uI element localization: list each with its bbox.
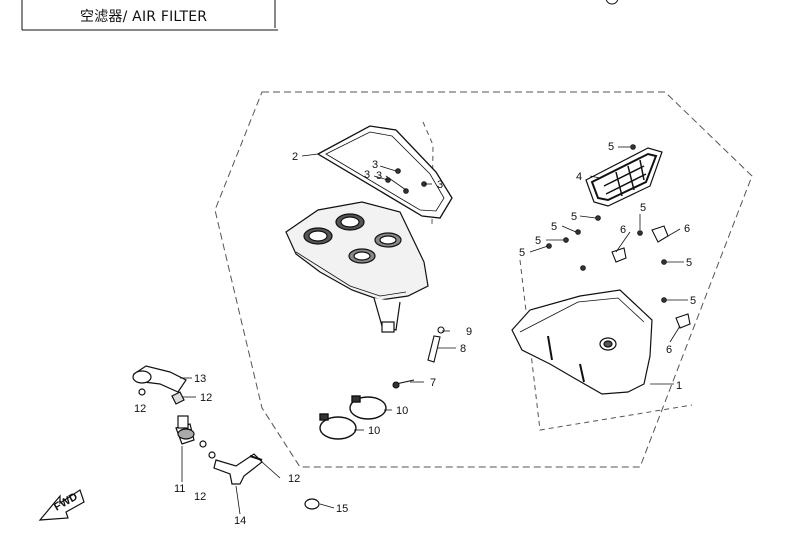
callout-6: 6 xyxy=(620,224,626,236)
callout-2: 2 xyxy=(292,151,298,163)
callout-14: 14 xyxy=(234,515,246,527)
mounting-bolt xyxy=(392,379,415,389)
callout-5: 5 xyxy=(640,202,646,214)
hose-clamps xyxy=(319,395,387,440)
callout-3: 3 xyxy=(437,179,443,191)
callout-6: 6 xyxy=(684,223,690,235)
callout-7: 7 xyxy=(430,377,436,389)
vent-cap xyxy=(304,498,320,510)
filter-element xyxy=(585,147,663,207)
callout-1: 1 xyxy=(676,380,682,392)
housing-screws xyxy=(546,144,667,303)
callout-4: 4 xyxy=(576,171,582,183)
air-box-lower-housing xyxy=(511,289,653,395)
callout-15: 15 xyxy=(336,503,348,515)
callout-5: 5 xyxy=(690,295,696,307)
callout-6: 6 xyxy=(666,344,672,356)
page-title: 空滤器/ AIR FILTER xyxy=(80,9,208,25)
callout-8: 8 xyxy=(460,343,466,355)
callout-3: 3 xyxy=(364,169,370,181)
callout-12: 12 xyxy=(194,491,206,503)
callout-13: 13 xyxy=(194,373,206,385)
leader-lines xyxy=(180,146,688,515)
drain-tube-and-clip xyxy=(427,326,445,363)
header-frame xyxy=(21,0,619,31)
callout-12: 12 xyxy=(288,473,300,485)
callout-11: 11 xyxy=(174,483,185,495)
breather-hose-assembly xyxy=(132,365,263,485)
callout-10: 10 xyxy=(368,425,380,437)
callout-5: 5 xyxy=(551,221,557,233)
callout-3: 3 xyxy=(372,159,378,171)
callout-3: 3 xyxy=(376,170,382,182)
air-box-upper-housing xyxy=(285,201,429,333)
callout-12: 12 xyxy=(200,392,212,404)
callout-10: 10 xyxy=(396,405,408,417)
callout-12: 12 xyxy=(134,403,146,415)
assembly-boundary-dashed xyxy=(214,91,753,468)
air-filter-cover-gasket xyxy=(316,125,453,219)
callout-5: 5 xyxy=(686,257,692,269)
callout-5: 5 xyxy=(519,247,525,259)
callout-5: 5 xyxy=(608,141,614,153)
callout-5: 5 xyxy=(535,235,541,247)
rubber-grommets xyxy=(611,225,691,329)
callout-9: 9 xyxy=(466,326,472,338)
forward-direction-arrow: FWD xyxy=(38,489,85,521)
callout-5: 5 xyxy=(571,211,577,223)
callout-numbers: 2 3 3 3 3 4 5 5 5 5 5 5 5 5 6 6 6 1 9 8 … xyxy=(134,141,696,527)
